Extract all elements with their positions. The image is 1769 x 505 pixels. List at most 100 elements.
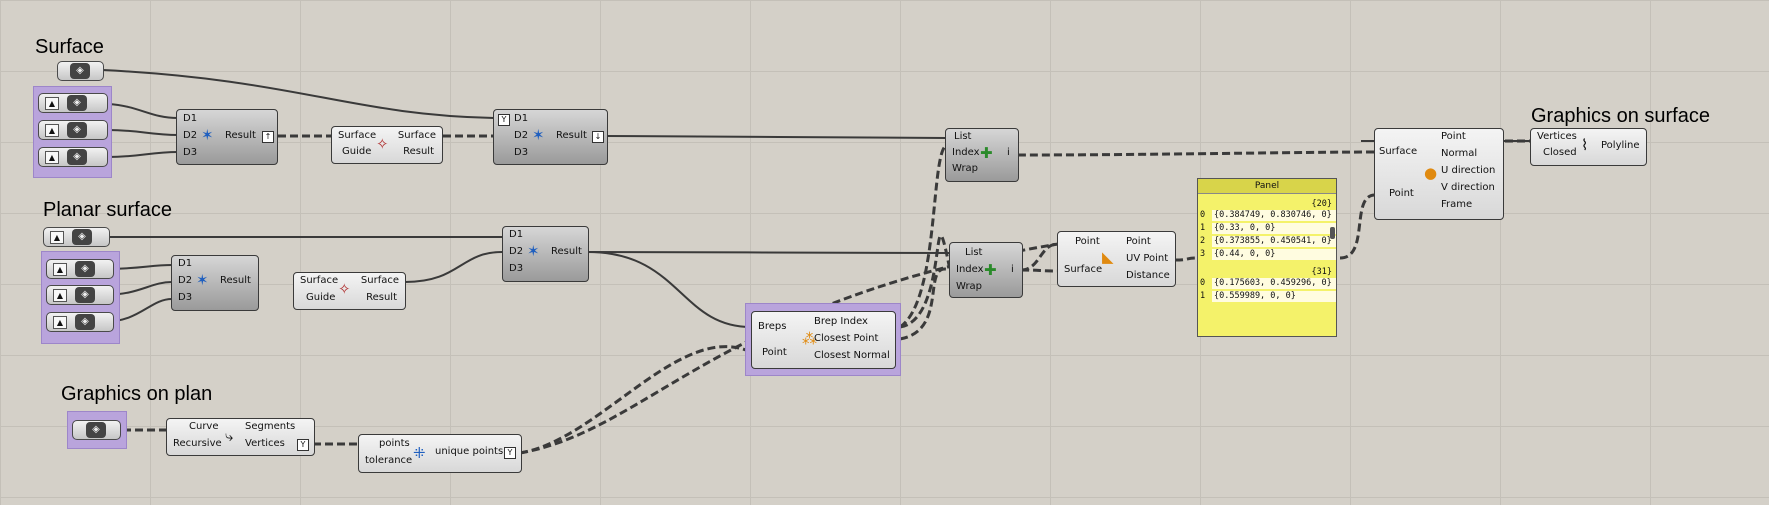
input-d2[interactable]: D2 bbox=[183, 130, 198, 141]
input-surface[interactable]: Surface bbox=[1379, 146, 1418, 157]
panel-branch-path: {31} bbox=[1311, 267, 1332, 277]
input-closed[interactable]: Closed bbox=[1543, 147, 1577, 158]
output-uv-point[interactable]: UV Point bbox=[1126, 253, 1169, 264]
evaluate-surface-component[interactable]: Surface Point ● Point Normal U direction… bbox=[1374, 128, 1504, 220]
output-closest-point[interactable]: Closest Point bbox=[814, 333, 879, 344]
input-list[interactable]: List bbox=[954, 131, 972, 142]
input-breps[interactable]: Breps bbox=[758, 321, 787, 332]
output-polyline[interactable]: Polyline bbox=[1601, 140, 1640, 151]
param-top-1[interactable]: ▲ ◈ bbox=[38, 93, 108, 113]
input-index[interactable]: Index bbox=[952, 147, 980, 158]
surface-icon: ◈ bbox=[75, 287, 95, 303]
up-arrow-icon[interactable]: ▲ bbox=[53, 316, 67, 329]
input-d3[interactable]: D3 bbox=[509, 263, 524, 274]
graft-icon[interactable]: ↓ bbox=[592, 131, 604, 143]
data-panel[interactable]: Panel {20} 0{0.384749, 0.830746, 0} 1{0.… bbox=[1197, 178, 1337, 337]
input-point[interactable]: Point bbox=[1075, 236, 1100, 247]
input-curve[interactable]: Curve bbox=[189, 421, 219, 432]
output-point[interactable]: Point bbox=[1441, 131, 1466, 142]
input-vertices[interactable]: Vertices bbox=[1537, 131, 1577, 142]
input-surface[interactable]: Surface bbox=[1064, 264, 1103, 275]
input-guide[interactable]: Guide bbox=[306, 292, 336, 303]
input-guide[interactable]: Guide bbox=[342, 146, 372, 157]
explode-component[interactable]: Curve Recursive ⤷ Segments Vertices Y bbox=[166, 418, 315, 456]
polyline-component[interactable]: Vertices Closed ⌇ Polyline bbox=[1530, 128, 1647, 166]
brep-closest-point-component[interactable]: Breps Point ⁂ Brep Index Closest Point C… bbox=[751, 311, 896, 369]
output-distance[interactable]: Distance bbox=[1126, 270, 1170, 281]
surface-icon: ◈ bbox=[67, 149, 87, 165]
input-d1[interactable]: D1 bbox=[509, 229, 524, 240]
output-result[interactable]: Result bbox=[551, 246, 582, 257]
input-wrap[interactable]: Wrap bbox=[952, 163, 979, 174]
up-arrow-icon[interactable]: ▲ bbox=[53, 263, 67, 276]
input-d2[interactable]: D2 bbox=[509, 246, 524, 257]
planar-param[interactable]: ▲ ◈ bbox=[43, 227, 110, 247]
input-tolerance[interactable]: tolerance bbox=[365, 455, 413, 466]
up-arrow-icon[interactable]: ▲ bbox=[50, 231, 64, 244]
output-result[interactable]: Result bbox=[225, 130, 256, 141]
input-d3[interactable]: D3 bbox=[183, 147, 198, 158]
output-segments[interactable]: Segments bbox=[245, 421, 296, 432]
graft-icon[interactable]: ↑ bbox=[262, 131, 274, 143]
output-result[interactable]: Result bbox=[556, 130, 587, 141]
input-d2[interactable]: D2 bbox=[514, 130, 529, 141]
surface-param[interactable]: ◈ bbox=[57, 61, 104, 81]
input-point[interactable]: Point bbox=[762, 347, 787, 358]
up-arrow-icon[interactable]: ▲ bbox=[45, 124, 59, 137]
input-d1[interactable]: D1 bbox=[183, 113, 198, 124]
input-d2[interactable]: D2 bbox=[178, 275, 193, 286]
output-surface[interactable]: Surface bbox=[397, 130, 436, 141]
input-d1[interactable]: D1 bbox=[178, 258, 193, 269]
output-v-direction[interactable]: V direction bbox=[1441, 182, 1495, 193]
output-surface[interactable]: Surface bbox=[360, 275, 399, 286]
surface-closest-point-component[interactable]: Point Surface ◣ Point UV Point Distance bbox=[1057, 231, 1176, 287]
output-u-direction[interactable]: U direction bbox=[1441, 165, 1496, 176]
output-result[interactable]: Result bbox=[220, 275, 251, 286]
list-item-component-top[interactable]: List Index Wrap ✚ i bbox=[945, 128, 1019, 182]
output-unique-points[interactable]: unique points bbox=[435, 446, 504, 457]
flatten-icon[interactable]: Y bbox=[297, 439, 309, 451]
curve-param[interactable]: ◈ bbox=[72, 420, 121, 440]
up-arrow-icon[interactable]: ▲ bbox=[53, 289, 67, 302]
output-i[interactable]: i bbox=[1011, 264, 1014, 275]
input-d3[interactable]: D3 bbox=[514, 147, 529, 158]
output-point[interactable]: Point bbox=[1126, 236, 1151, 247]
output-normal[interactable]: Normal bbox=[1441, 148, 1478, 159]
flatten-icon[interactable]: Y bbox=[498, 114, 510, 126]
up-arrow-icon[interactable]: ▲ bbox=[45, 97, 59, 110]
output-result[interactable]: Result bbox=[366, 292, 397, 303]
cull-duplicates-component[interactable]: points tolerance ⁜ unique points Y bbox=[358, 434, 522, 473]
output-frame[interactable]: Frame bbox=[1441, 199, 1473, 210]
param-mid-3[interactable]: ▲ ◈ bbox=[46, 312, 114, 332]
param-mid-2[interactable]: ▲ ◈ bbox=[46, 285, 114, 305]
output-closest-normal[interactable]: Closest Normal bbox=[814, 350, 890, 361]
input-d3[interactable]: D3 bbox=[178, 292, 193, 303]
input-list[interactable]: List bbox=[965, 247, 983, 258]
input-d1[interactable]: D1 bbox=[514, 113, 529, 124]
merge-component-mid[interactable]: D1 D2 D3 ✶ Result bbox=[171, 255, 259, 311]
list-item-component-mid[interactable]: List Index Wrap ✚ i bbox=[949, 242, 1023, 298]
curve-icon: ◈ bbox=[86, 422, 106, 438]
up-arrow-icon[interactable]: ▲ bbox=[45, 151, 59, 164]
input-index[interactable]: Index bbox=[956, 264, 984, 275]
input-wrap[interactable]: Wrap bbox=[956, 281, 983, 292]
output-brep-index[interactable]: Brep Index bbox=[814, 316, 868, 327]
merge-component-top[interactable]: D1 D2 D3 ✶ Result ↑ bbox=[176, 109, 278, 165]
output-result[interactable]: Result bbox=[403, 146, 434, 157]
input-recursive[interactable]: Recursive bbox=[173, 438, 222, 449]
sweep-component-top[interactable]: Surface Guide ✧ Surface Result bbox=[331, 126, 443, 164]
output-vertices[interactable]: Vertices bbox=[245, 438, 285, 449]
param-mid-1[interactable]: ▲ ◈ bbox=[46, 259, 114, 279]
param-top-3[interactable]: ▲ ◈ bbox=[38, 147, 108, 167]
input-surface[interactable]: Surface bbox=[300, 275, 339, 286]
merge-component-mid-2[interactable]: D1 D2 D3 ✶ Result bbox=[502, 226, 589, 282]
panel-scrollbar[interactable] bbox=[1330, 227, 1335, 239]
input-points[interactable]: points bbox=[379, 438, 410, 449]
merge-component-top-2[interactable]: Y D1 D2 D3 ✶ Result ↓ bbox=[493, 109, 608, 165]
input-point[interactable]: Point bbox=[1389, 188, 1414, 199]
output-i[interactable]: i bbox=[1007, 147, 1010, 158]
sweep-component-mid[interactable]: Surface Guide ✧ Surface Result bbox=[293, 272, 406, 310]
flatten-icon[interactable]: Y bbox=[504, 447, 516, 459]
input-surface[interactable]: Surface bbox=[338, 130, 377, 141]
param-top-2[interactable]: ▲ ◈ bbox=[38, 120, 108, 140]
